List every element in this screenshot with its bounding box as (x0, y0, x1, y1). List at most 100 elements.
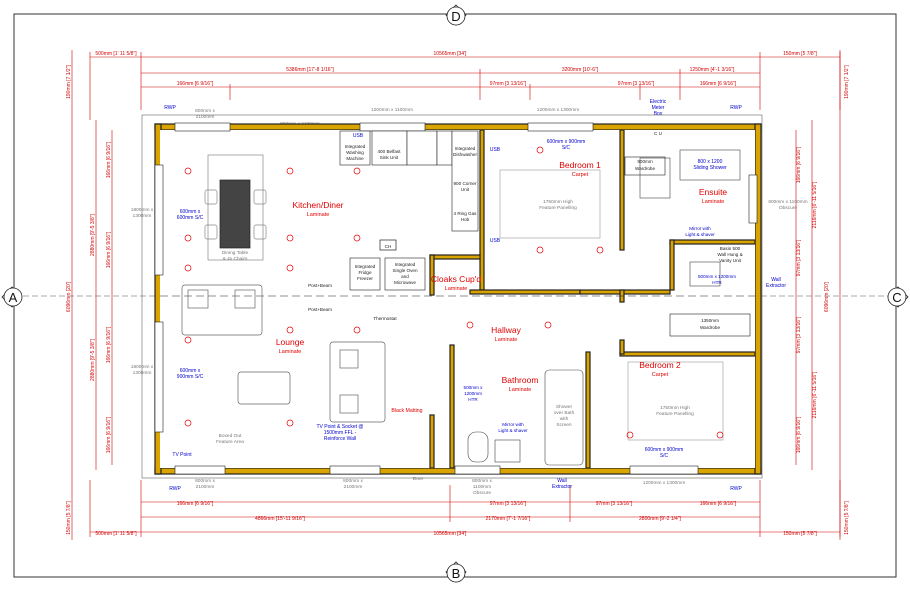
svg-text:166mm [6 9/16"]: 166mm [6 9/16"] (106, 326, 112, 363)
svg-text:Integrated: Integrated (395, 262, 416, 267)
svg-text:166mm [6 9/16"]: 166mm [6 9/16"] (106, 416, 112, 453)
room-bedroom2-floor: Carpet (652, 372, 669, 378)
left-dimensions: 190mm [7 1/2"] 6096mm [20'] 150mm [5 7/8… (66, 50, 154, 540)
svg-text:4 Ring Gas: 4 Ring Gas (454, 211, 478, 216)
svg-text:Reinforce Wall: Reinforce Wall (324, 436, 356, 442)
wardrobe-1-box (624, 156, 666, 176)
sofa-right (329, 341, 386, 423)
svg-text:Dishwasher: Dishwasher (453, 152, 477, 157)
svg-text:C: C (892, 290, 901, 305)
svg-text:500mm [1' 11 5/8"]: 500mm [1' 11 5/8"] (95, 51, 137, 57)
svg-text:Integrated: Integrated (345, 144, 366, 149)
svg-text:Meter: Meter (652, 105, 665, 111)
svg-text:1200mm x 1100mm: 1200mm x 1100mm (371, 107, 413, 113)
room-ensuite: Ensuite (699, 187, 728, 197)
svg-text:Feature Panelling: Feature Panelling (539, 205, 577, 211)
svg-text:2100mm: 2100mm (196, 114, 215, 120)
svg-text:900mm S/C: 900mm S/C (177, 374, 204, 380)
svg-text:Extractor: Extractor (552, 484, 572, 490)
svg-text:1500mm FFL -: 1500mm FFL - (324, 430, 357, 436)
svg-text:600mm x: 600mm x (180, 368, 201, 374)
svg-text:1100mm: 1100mm (473, 484, 491, 490)
svg-text:600mm x: 600mm x (180, 209, 201, 215)
svg-text:D: D (451, 9, 460, 24)
svg-text:97mm [3 13/16"]: 97mm [3 13/16"] (796, 239, 802, 276)
svg-text:Feature Area: Feature Area (216, 439, 244, 445)
svg-text:A: A (9, 290, 18, 305)
svg-text:Wall: Wall (771, 277, 781, 283)
svg-text:HTR: HTR (712, 280, 722, 285)
svg-text:Obscure: Obscure (779, 205, 797, 211)
svg-text:Sink Unit: Sink Unit (380, 155, 399, 160)
svg-text:Hob: Hob (461, 217, 470, 222)
svg-text:1200mm x 1300mm: 1200mm x 1300mm (537, 107, 579, 113)
svg-text:600mm x 900mm: 600mm x 900mm (645, 447, 684, 453)
right-dimensions: 190mm [7 1/2"] 6096mm [20'] 150mm [5 7/8… (766, 50, 850, 540)
svg-text:RWP: RWP (164, 105, 176, 111)
room-lounge: Lounge (276, 337, 305, 347)
svg-text:2880mm [9'-5 3/8"]: 2880mm [9'-5 3/8"] (90, 338, 96, 381)
svg-text:600mm x 1100mm: 600mm x 1100mm (768, 199, 807, 205)
svg-text:2880mm [9'-5 3/8"]: 2880mm [9'-5 3/8"] (90, 213, 96, 256)
svg-text:166mm [6 9/16"]: 166mm [6 9/16"] (700, 81, 737, 87)
svg-text:10565mm [34']: 10565mm [34'] (434, 531, 468, 537)
shower-3: with (560, 416, 569, 422)
svg-text:Wardrobe: Wardrobe (635, 166, 655, 171)
dining-label-1: Dining Table (222, 250, 249, 256)
svg-text:1750mm High: 1750mm High (543, 199, 573, 205)
bottom-dimensions: 166mm [6 9/16"] 97mm [3 13/16"] 97mm [3 … (89, 470, 841, 537)
svg-text:1350mm: 1350mm (701, 318, 719, 323)
shower-2: over Bath (554, 410, 575, 416)
svg-text:166mm [6 9/16"]: 166mm [6 9/16"] (796, 146, 802, 183)
svg-text:RWP: RWP (730, 486, 742, 492)
svg-text:97mm [3 13/16"]: 97mm [3 13/16"] (490, 501, 527, 507)
room-ensuite-floor: Laminate (702, 199, 725, 205)
marker-a: A (1, 286, 23, 308)
svg-text:150mm [5 7/8"]: 150mm [5 7/8"] (783, 531, 817, 537)
dining-label-2: & 4x Chairs (223, 256, 248, 262)
svg-text:1750mm High: 1750mm High (660, 405, 690, 411)
svg-text:166mm [6 9/16"]: 166mm [6 9/16"] (177, 501, 214, 507)
svg-text:1200mm x 1300mm: 1200mm x 1300mm (643, 480, 685, 486)
svg-text:USB: USB (353, 133, 364, 139)
kitchen-units (339, 130, 479, 291)
sofa-left (181, 284, 263, 336)
svg-text:800mm x: 800mm x (195, 478, 215, 484)
svg-text:97mm [3 13/16"]: 97mm [3 13/16"] (490, 81, 527, 87)
svg-text:1250mm [4'-1 3/16"]: 1250mm [4'-1 3/16"] (690, 67, 735, 73)
svg-text:500mm [1' 11 5/8"]: 500mm [1' 11 5/8"] (95, 531, 137, 537)
marker-b: B (445, 561, 467, 583)
svg-text:Feature Panelling: Feature Panelling (656, 411, 694, 417)
svg-text:6096mm [20']: 6096mm [20'] (824, 281, 830, 312)
svg-text:B: B (452, 566, 461, 581)
wardrobe-2-box (669, 313, 751, 337)
room-kitchen-floor: Laminate (307, 212, 330, 218)
coffee-table (237, 371, 291, 405)
svg-text:TV Point & Socket @: TV Point & Socket @ (316, 424, 363, 430)
svg-text:Washing: Washing (346, 150, 364, 155)
svg-text:Single Oven: Single Oven (392, 268, 417, 273)
svg-text:6096mm [20']: 6096mm [20'] (66, 281, 72, 312)
svg-text:600mm x 900mm: 600mm x 900mm (547, 139, 586, 145)
svg-text:Boxed Out: Boxed Out (219, 433, 242, 439)
ch-box (379, 239, 397, 251)
svg-text:Integrated: Integrated (355, 264, 376, 269)
svg-text:RWP: RWP (730, 105, 742, 111)
svg-text:Unit: Unit (461, 187, 470, 192)
svg-text:USB: USB (490, 147, 501, 153)
svg-text:HTR: HTR (468, 397, 478, 402)
svg-text:400 Belfast: 400 Belfast (378, 149, 402, 154)
svg-text:S/C: S/C (562, 145, 571, 151)
svg-text:1800mm x: 1800mm x (131, 364, 154, 370)
svg-text:166mm [6 9/16"]: 166mm [6 9/16"] (106, 231, 112, 268)
shower-4: Screen (556, 422, 572, 428)
thermostat-label: Thermostat (373, 316, 397, 321)
svg-text:800mm x: 800mm x (472, 478, 492, 484)
svg-text:900mm: 900mm (637, 159, 652, 164)
svg-text:Freezer: Freezer (357, 276, 373, 281)
svg-text:2170mm [7'-1 7/16"]: 2170mm [7'-1 7/16"] (486, 516, 531, 522)
svg-text:Fridge: Fridge (358, 270, 371, 275)
room-cloaks-floor: Laminate (445, 286, 468, 292)
svg-text:Microwave: Microwave (394, 280, 416, 285)
